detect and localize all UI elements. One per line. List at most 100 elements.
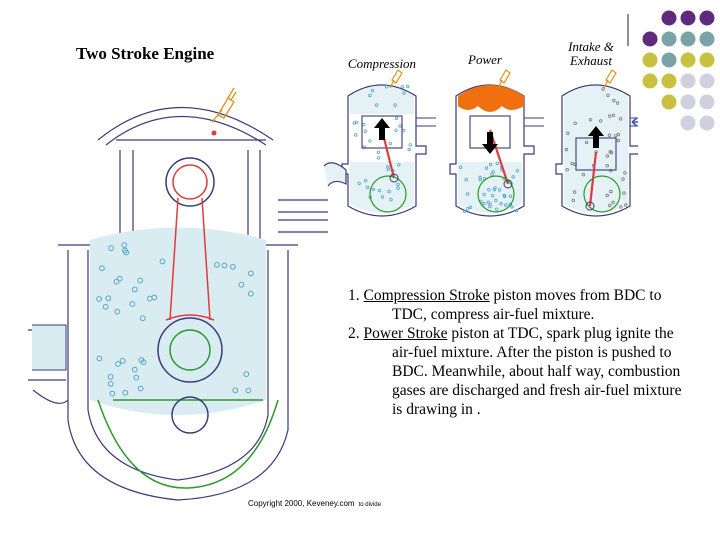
stage-mixture-dot: [462, 209, 467, 213]
stage-crank: [583, 175, 621, 213]
stage-mixture-dot: [363, 129, 367, 133]
mixture-dot: [107, 381, 114, 387]
stage-label-intake-exhaust: Intake & Exhaust: [556, 40, 626, 68]
decor-dot: [699, 10, 715, 26]
stage-intake-reed: [323, 162, 347, 187]
stage-spark-plug: [389, 69, 403, 89]
stage-mixture-dot: [487, 188, 491, 192]
mixture-dot: [137, 385, 144, 392]
stage-label-line1: Intake &: [568, 39, 614, 54]
exhaust-flow-arrow: [631, 117, 638, 127]
stage-crank: [369, 175, 407, 213]
stage-mixture-dot: [380, 195, 385, 199]
mixture-dot: [138, 357, 145, 363]
stage-crank-pin: [585, 201, 595, 211]
stage-mixture-dot: [394, 128, 398, 133]
stage-mixture-dot: [609, 150, 614, 155]
stage-mixture-dot: [482, 192, 486, 197]
stage-mixture-dot: [614, 134, 618, 138]
decor-dot: [680, 73, 696, 89]
mixture-dot: [114, 308, 121, 315]
mixture-dot: [129, 301, 136, 307]
stage-mixture-dot: [609, 168, 613, 173]
mixture-dot: [137, 277, 144, 284]
decor-dot: [661, 94, 677, 110]
stage-piston: [361, 115, 403, 149]
stage-mixture-dot: [377, 156, 381, 160]
stage-mixture-dot: [397, 163, 401, 167]
mixture-dot: [131, 286, 138, 293]
mixture-dot: [245, 387, 252, 394]
stage-port: [524, 117, 544, 127]
mixture-dot: [108, 245, 114, 252]
mixture-dot: [122, 247, 128, 254]
mixture-dot: [159, 258, 166, 265]
stage-mixture-dot: [607, 133, 612, 137]
note-term: Compression Stroke: [363, 287, 490, 304]
decor-dot: [661, 10, 677, 26]
stage-spark-plug: [497, 69, 511, 89]
stage-mixture-dot: [615, 101, 620, 105]
stage-mixture-dot: [493, 186, 497, 190]
note-power: 2. Power Stroke piston at TDC, spark plu…: [348, 324, 688, 419]
stage-mixture-dot: [491, 170, 495, 174]
stage-mixture-dot: [355, 120, 359, 124]
stage-diagram-compression: [323, 69, 436, 217]
stage-mixture-dot: [584, 140, 589, 145]
stage-mixture-dot: [464, 177, 468, 182]
stage-mixture-dot: [466, 207, 470, 211]
decor-dot: [699, 94, 715, 110]
spark: [211, 130, 217, 136]
arrow-up-icon: [588, 126, 604, 148]
mixture-dot: [102, 303, 109, 310]
stage-mixture-dot: [489, 162, 493, 167]
stage-mixture-dot: [606, 93, 610, 97]
note-compression: 1. Compression Stroke piston moves from …: [348, 286, 688, 324]
decor-dot: [699, 31, 715, 47]
stage-mixture-dot: [571, 198, 575, 203]
stage-mixture-dot: [386, 167, 390, 171]
stage-mixture-dot: [400, 85, 404, 89]
decor-dot: [642, 52, 658, 68]
mixture-dot: [119, 358, 126, 364]
decor-dot: [642, 31, 658, 47]
stage-mixture-dot: [396, 186, 400, 190]
mixture-dot: [247, 290, 254, 297]
decor-dot: [680, 115, 696, 131]
mixture-dot: [131, 366, 138, 373]
stage-mixture-dot: [566, 131, 570, 135]
mixture-dot: [133, 374, 140, 381]
stage-mixture: [564, 86, 628, 213]
mixture-dot: [99, 265, 105, 272]
stage-mixture-dot: [499, 201, 503, 206]
stage-mixture: [350, 86, 414, 213]
stage-mixture-dot: [511, 175, 515, 179]
stage-mixture-dot: [608, 203, 612, 208]
mixture-dot: [116, 275, 123, 282]
stage-mixture-dot: [492, 187, 497, 192]
stage-diagram-intake-exhaust: [555, 69, 638, 217]
stage-mixture-dot: [572, 190, 577, 194]
copyright-small: to divide: [358, 502, 381, 508]
decor-dot: [699, 115, 715, 131]
decor-dot: [661, 73, 677, 89]
stage-port: [630, 117, 638, 127]
stage-mixture-dot: [389, 197, 393, 202]
mixture-dot: [96, 296, 102, 302]
stage-mixture-dot: [407, 147, 411, 152]
decorative-dot-grid: [627, 10, 715, 131]
stage-mixture-dot: [564, 147, 569, 152]
decor-dot: [680, 10, 696, 26]
stage-mixture-dot: [619, 205, 623, 209]
stage-mixture-dot: [405, 84, 410, 89]
mixture-dot: [113, 278, 120, 285]
mixture-dot: [109, 390, 116, 397]
stage-mixture-dot: [601, 87, 605, 91]
note-term: Power Stroke: [363, 325, 448, 342]
mixture-dot: [221, 262, 228, 269]
decor-dot: [661, 52, 677, 68]
stage-mixture-dot: [616, 138, 621, 143]
stage-mixture-dot: [503, 194, 507, 199]
stage-mixture-dot: [371, 187, 376, 192]
